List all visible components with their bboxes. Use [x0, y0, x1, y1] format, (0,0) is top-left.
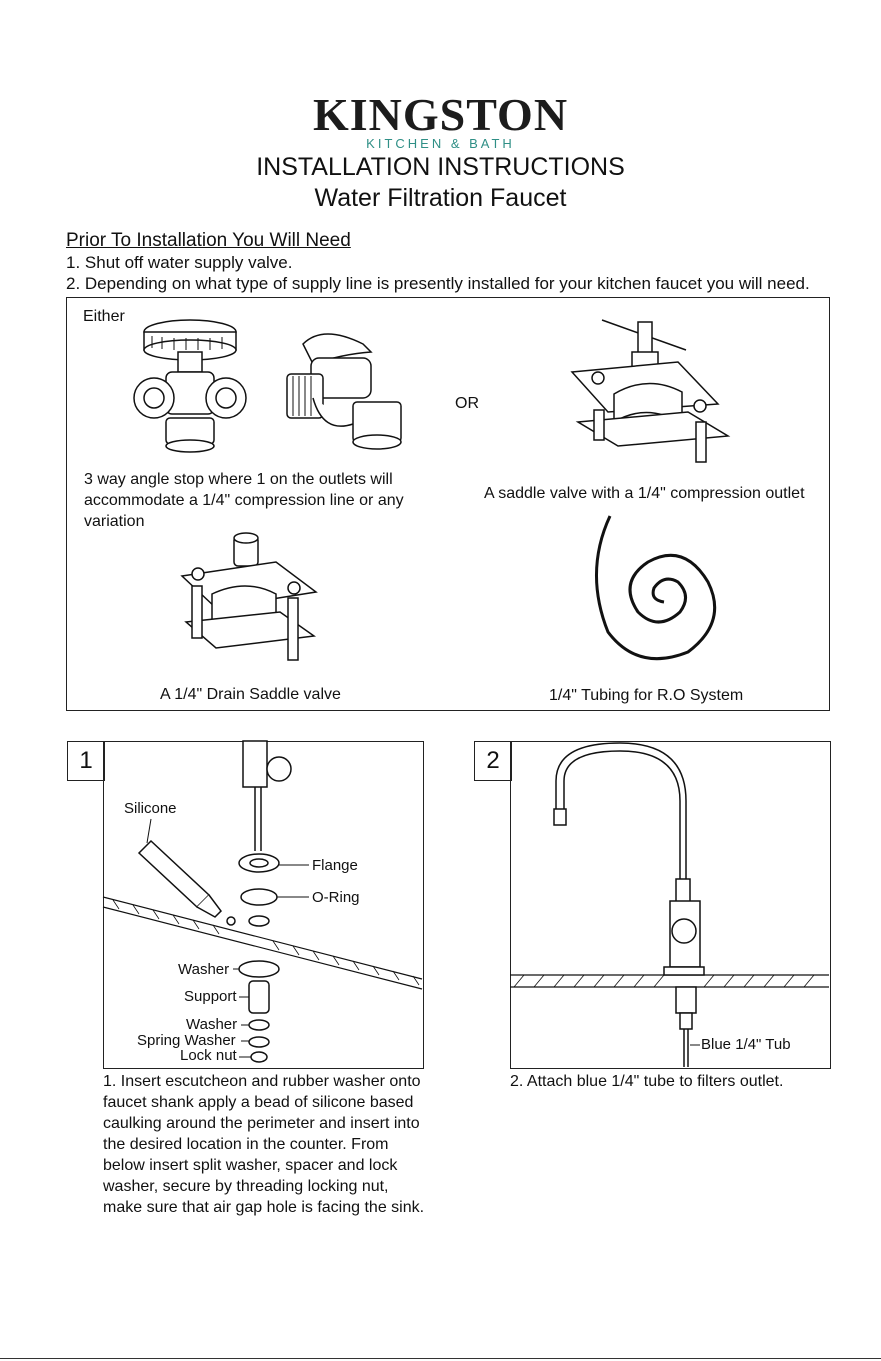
or-label: OR [455, 395, 479, 412]
step-1-instruction-3: caulking around the perimeter and insert… [103, 1115, 420, 1132]
either-label: Either [83, 308, 125, 325]
saddle-valve-caption: A saddle valve with a 1/4" compression o… [484, 485, 805, 502]
saddle-valve-illustration [570, 319, 731, 463]
step-2-panel [510, 741, 831, 1069]
spring-washer-callout: Spring Washer [137, 1032, 236, 1049]
step-2-instruction: 2. Attach blue 1/4" tube to filters outl… [510, 1073, 784, 1090]
angle-stop-caption-3: variation [84, 513, 145, 530]
step-1-instruction-4: the desired location in the counter. Fro… [103, 1136, 389, 1153]
washer-callout-2: Washer [186, 1016, 238, 1033]
step-1-instruction-1: 1. Insert escutcheon and rubber washer o… [103, 1073, 421, 1090]
step-1-diagram [102, 740, 423, 1063]
prior-step-1: 1. Shut off water supply valve. [66, 253, 293, 272]
oring-callout: O-Ring [312, 889, 360, 906]
drain-saddle-illustration [180, 532, 318, 661]
washer-callout-1: Washer [178, 961, 230, 978]
step-2-diagram [510, 742, 829, 1067]
options-box [66, 297, 830, 711]
prior-step-2: 2. Depending on what type of supply line… [66, 274, 810, 293]
page-subtitle: Water Filtration Faucet [314, 184, 567, 212]
angle-stop-caption-1: 3 way angle stop where 1 on the outlets … [84, 471, 393, 488]
support-callout: Support [184, 988, 237, 1005]
footer-rule [0, 1358, 881, 1359]
brand-logo: KINGSTON [312, 89, 569, 140]
step-1-instruction-7: make sure that air gap hole is facing th… [103, 1199, 425, 1216]
flange-callout: Flange [312, 857, 358, 874]
step-1-instruction-6: washer, secure by threading locking nut, [103, 1178, 389, 1195]
step-1-instruction-2: faucet shank apply a bead of silicone ba… [103, 1094, 414, 1111]
tube-callout: Blue 1/4" Tub [701, 1036, 791, 1053]
silicone-callout: Silicone [124, 800, 177, 817]
angle-stop-illustration [133, 319, 247, 453]
angle-stop-caption-2: accommodate a 1/4" compression line or a… [84, 492, 404, 509]
step-1-instruction-5: below insert split washer, spacer and lo… [103, 1157, 398, 1174]
lock-nut-callout: Lock nut [180, 1047, 237, 1064]
tubing-caption: 1/4" Tubing for R.O System [549, 687, 744, 704]
step-2-number: 2 [474, 741, 512, 781]
quarter-turn-valve-illustration [286, 333, 402, 450]
drain-saddle-caption: A 1/4" Drain Saddle valve [160, 686, 341, 703]
prior-heading: Prior To Installation You Will Need [66, 230, 351, 251]
step-1-number: 1 [67, 741, 105, 781]
brand-subtitle: KITCHEN & BATH [366, 136, 515, 151]
page-title: INSTALLATION INSTRUCTIONS [256, 153, 625, 181]
tubing-coil-illustration [595, 515, 717, 661]
